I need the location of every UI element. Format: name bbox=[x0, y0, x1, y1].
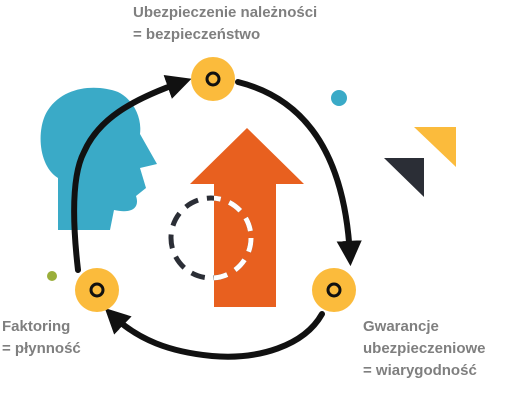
label-top-line1: Ubezpieczenie należności bbox=[133, 4, 318, 21]
label-top-line2: = bezpieczeństwo bbox=[133, 26, 261, 43]
cycle-arrow-right-to-left bbox=[104, 308, 325, 360]
label-right-line1: Gwarancje bbox=[363, 318, 439, 335]
dark-triangle bbox=[384, 158, 424, 197]
target-node-icon-right bbox=[312, 268, 356, 312]
label-left-line1: Faktoring bbox=[2, 318, 71, 335]
label-right-line2: ubezpieczeniowe bbox=[363, 340, 486, 357]
target-node-icon-left bbox=[75, 268, 119, 312]
cycle-arrow-left-to-top bbox=[71, 75, 192, 273]
cycle-arrow-top-to-right bbox=[235, 79, 362, 267]
human-head-profile-icon bbox=[40, 87, 157, 231]
label-left-line2: = płynność bbox=[2, 340, 81, 357]
yellow-triangle bbox=[414, 127, 456, 167]
label-right-line3: = wiarygodność bbox=[363, 362, 477, 379]
olive-dot bbox=[47, 271, 57, 281]
label-factoring: Faktoring = płynność bbox=[2, 316, 81, 360]
teal-dot bbox=[331, 90, 347, 106]
label-receivables-insurance: Ubezpieczenie należności = bezpieczeństw… bbox=[133, 2, 317, 46]
target-node-icon-top bbox=[191, 57, 235, 101]
label-insurance-guarantees: Gwarancje ubezpieczeniowe = wiarygodność bbox=[363, 316, 486, 382]
